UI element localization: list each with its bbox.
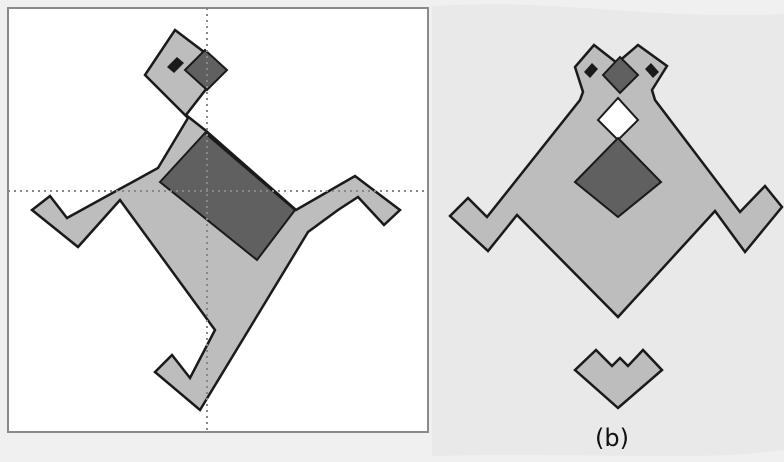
left-eye — [584, 63, 598, 78]
rotated-body-marking — [158, 131, 297, 262]
right-eye — [645, 63, 659, 78]
detached-chevron-piece — [573, 348, 664, 410]
white-notch — [596, 96, 640, 142]
panel-b — [448, 43, 784, 410]
panel-a — [7, 7, 429, 433]
center-head-marking — [601, 55, 640, 95]
panel-b-caption: (b) — [595, 424, 629, 452]
body-marking — [573, 136, 663, 219]
rotated-eye — [167, 57, 184, 73]
